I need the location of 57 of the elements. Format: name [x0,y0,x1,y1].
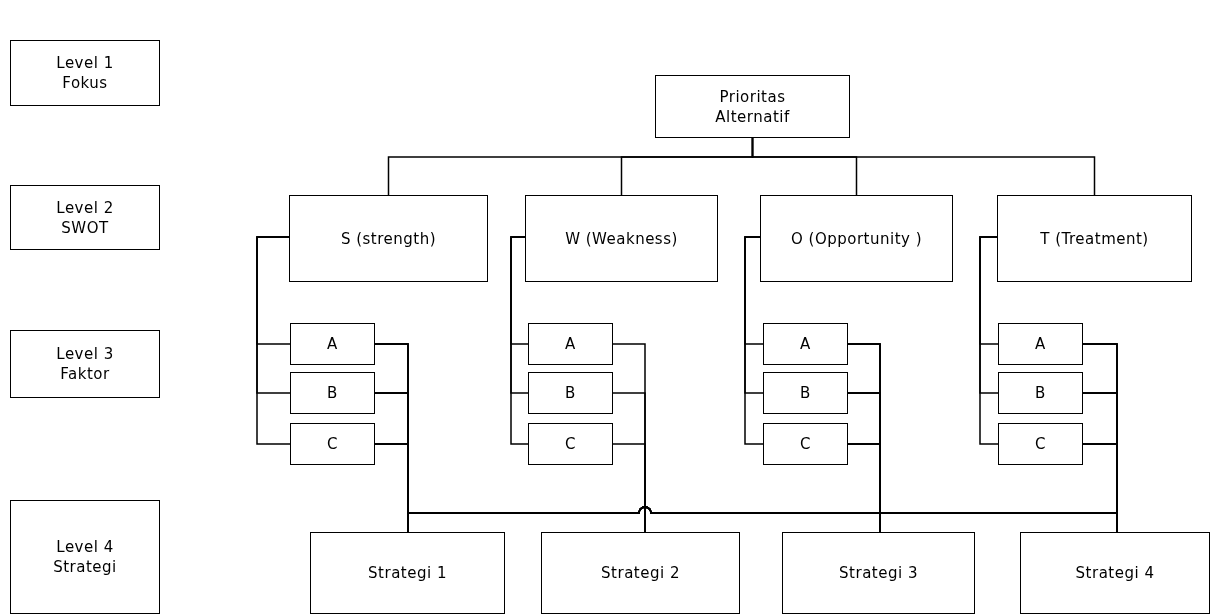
box-label: W (Weakness) [565,228,678,249]
strategy-box [541,532,740,614]
strategy-box [1020,532,1210,614]
level-label-box [10,40,160,106]
level-label-box [10,185,160,250]
box-label: Strategi 4 [1075,563,1155,583]
box-label: B [565,383,576,403]
factor-box [763,372,848,414]
factor-box [763,323,848,365]
box-label: A [1035,334,1046,354]
box-label: C [800,434,811,454]
factor-box [290,423,375,465]
box-label: B [1035,383,1046,403]
factor-box [998,372,1083,414]
box-label: C [327,434,338,454]
box-label: Strategi 2 [601,563,680,583]
connector-line [1082,443,1118,533]
criteria-box [289,195,488,282]
box-label: O (Opportunity ) [790,228,923,249]
criteria-box [997,195,1192,282]
box-label: Strategi 3 [839,563,918,583]
box-label: A [800,334,811,354]
box-label: B [327,383,338,403]
box-label: Prioritas Alternatif [714,86,791,127]
factor-box [998,323,1083,365]
box-label: A [565,334,576,354]
strategy-box [782,532,975,614]
factor-box [528,323,613,365]
level-label-box [10,330,160,398]
box-label: S (strength) [340,228,437,249]
connector-line [979,236,999,445]
connector-line [256,236,291,445]
criteria-box [760,195,953,282]
connector-line [751,137,1096,196]
factor-box [290,323,375,365]
factor-box [290,372,375,414]
box-label: C [1035,434,1046,454]
box-label: Strategi 1 [368,563,447,583]
strategy-box [310,532,505,614]
box-label: B [800,383,811,403]
connector-line [510,236,529,445]
box-label: C [565,434,576,454]
box-label: Level 3 Faktor [55,344,115,384]
factor-box [763,423,848,465]
goal-box [655,75,850,138]
factor-box [528,372,613,414]
box-label: Level 1 Fokus [55,53,115,93]
factor-box [528,423,613,465]
box-label: T (Treatment) [1040,228,1149,249]
box-label: Level 4 Strategi [52,537,118,577]
level-label-box [10,500,160,614]
criteria-box [525,195,718,282]
connector-line [744,236,764,445]
box-label: A [327,334,338,354]
connector-line [612,443,646,533]
factor-box [998,423,1083,465]
box-label: Level 2 SWOT [55,197,115,238]
